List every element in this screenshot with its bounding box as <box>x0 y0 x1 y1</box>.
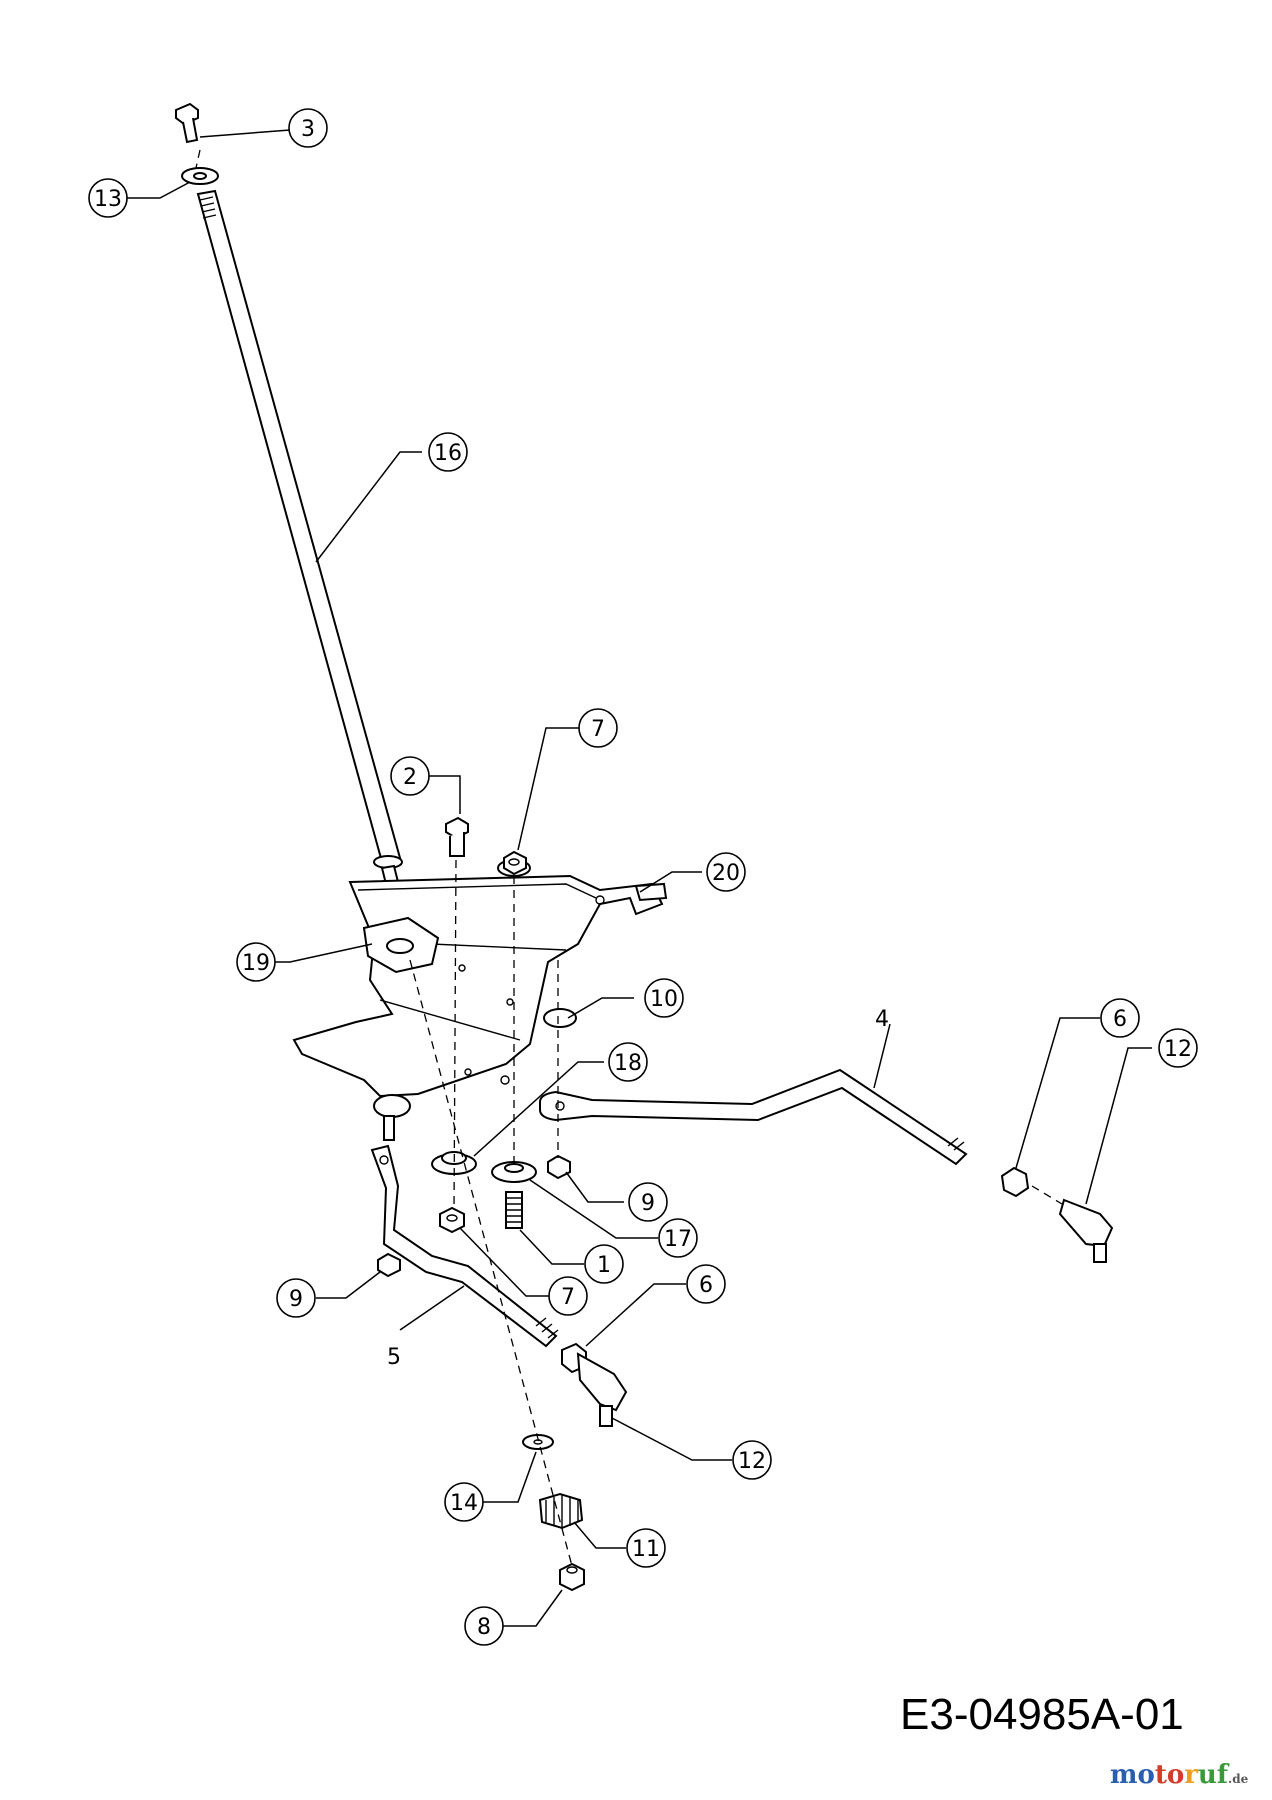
callout-12-lower: 12 <box>732 1440 772 1480</box>
callout-7-lower: 7 <box>548 1276 588 1316</box>
callout-3: 3 <box>288 108 328 148</box>
svg-text:12: 12 <box>738 1449 766 1474</box>
svg-text:12: 12 <box>1164 1037 1192 1062</box>
callout-19: 19 <box>236 942 276 982</box>
callout-14: 14 <box>444 1482 484 1522</box>
svg-text:8: 8 <box>477 1615 491 1640</box>
callout-12-right: 12 <box>1158 1028 1198 1068</box>
callout-9-left: 9 <box>276 1278 316 1318</box>
callout-10: 10 <box>644 978 684 1018</box>
svg-text:2: 2 <box>403 765 417 790</box>
callout-9-right: 9 <box>628 1182 668 1222</box>
svg-text:9: 9 <box>289 1287 303 1312</box>
label-4: 4 <box>875 1007 889 1032</box>
assembly-axes <box>195 149 1063 1567</box>
svg-text:3: 3 <box>301 117 315 142</box>
callout-7-top: 7 <box>578 708 618 748</box>
watermark-logo: motoruf.de <box>1110 1760 1249 1790</box>
svg-text:13: 13 <box>94 187 122 212</box>
label-5: 5 <box>387 1345 401 1370</box>
svg-text:16: 16 <box>434 441 462 466</box>
svg-text:9: 9 <box>641 1191 655 1216</box>
callout-6-lower: 6 <box>686 1264 726 1304</box>
callout-13: 13 <box>88 178 128 218</box>
callout-2: 2 <box>390 756 430 796</box>
drag-link-5 <box>370 1144 628 1427</box>
callout-11: 11 <box>626 1528 666 1568</box>
svg-text:6: 6 <box>1113 1007 1127 1032</box>
svg-text:18: 18 <box>614 1051 642 1076</box>
callout-8: 8 <box>464 1606 504 1646</box>
bolt-2 <box>445 816 469 857</box>
callout-18: 18 <box>608 1042 648 1082</box>
callout-16: 16 <box>428 432 468 472</box>
svg-text:6: 6 <box>699 1273 713 1298</box>
svg-text:20: 20 <box>712 861 740 886</box>
pinion-assembly <box>522 1434 585 1592</box>
steering-plate <box>292 874 668 1141</box>
drawing-code: E3-04985A-01 <box>900 1690 1184 1739</box>
svg-text:11: 11 <box>632 1537 660 1562</box>
callout-17: 17 <box>658 1218 698 1258</box>
svg-text:17: 17 <box>664 1227 692 1252</box>
callout-20: 20 <box>706 852 746 892</box>
svg-text:7: 7 <box>561 1285 575 1310</box>
drag-link-4 <box>539 1068 1114 1263</box>
steering-shaft <box>175 102 403 886</box>
callout-1: 1 <box>584 1244 624 1284</box>
callout-6-right: 6 <box>1100 998 1140 1038</box>
svg-text:19: 19 <box>242 951 270 976</box>
nut-7-top <box>497 850 531 877</box>
leader-lines <box>126 129 1152 1627</box>
svg-text:10: 10 <box>650 987 678 1012</box>
svg-text:7: 7 <box>591 717 605 742</box>
svg-text:1: 1 <box>597 1253 611 1278</box>
svg-text:14: 14 <box>450 1491 478 1516</box>
